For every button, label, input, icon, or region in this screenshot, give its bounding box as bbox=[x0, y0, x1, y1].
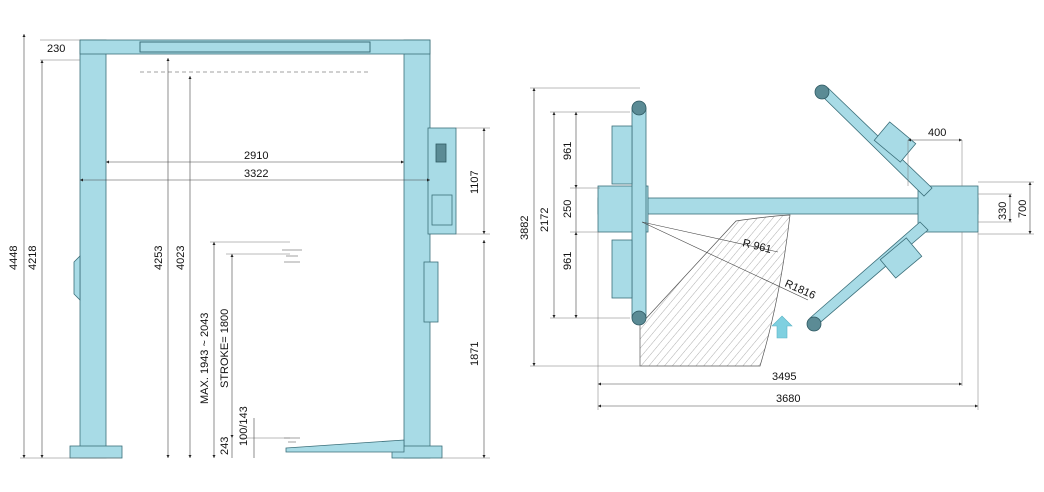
dim-column-height: 4218 bbox=[27, 246, 39, 270]
dim-width-inner: 3495 bbox=[772, 371, 796, 383]
dim-max-lift: MAX. 1943 ~ 2043 bbox=[199, 313, 211, 404]
dim-overall-depth: 3882 bbox=[519, 216, 531, 240]
dim-control-box: 1107 bbox=[469, 170, 481, 194]
arm-lower-right bbox=[809, 221, 929, 327]
dim-top-beam: 230 bbox=[47, 43, 65, 55]
dim-lower-height: 1871 bbox=[469, 342, 481, 366]
dim-inner-width: 2910 bbox=[244, 150, 268, 162]
left-column bbox=[79, 39, 107, 459]
arm-end-upper-left bbox=[631, 100, 647, 116]
dim-radius-long: R1816 bbox=[783, 278, 817, 302]
dim-clear-height: 4253 bbox=[153, 246, 165, 270]
top-view: R 961 R1816 3882 2172 961 250 961 400 33… bbox=[519, 84, 1034, 410]
arm-end-upper-right bbox=[814, 84, 830, 100]
power-unit bbox=[431, 194, 453, 226]
side-view: 230 4448 4218 2910 3322 4253 4023 MAX. 1… bbox=[8, 34, 490, 459]
dim-max-height: 4023 bbox=[175, 246, 187, 270]
arm-end-lower-left bbox=[631, 310, 647, 326]
pad-lower-left bbox=[611, 239, 633, 299]
pad-upper-left bbox=[611, 125, 633, 185]
lower-arm bbox=[285, 439, 405, 453]
raised-pad bbox=[282, 249, 302, 263]
dim-pad-low: 100/143 bbox=[238, 406, 250, 446]
cylinder bbox=[423, 261, 439, 323]
dim-arm-offset: 400 bbox=[928, 127, 946, 139]
pad-upper-right bbox=[873, 121, 917, 163]
lowered-pad bbox=[284, 437, 300, 443]
drive-direction-arrow-icon bbox=[771, 315, 793, 339]
top-beam bbox=[79, 39, 431, 55]
left-safety-lock bbox=[73, 255, 81, 301]
left-arm bbox=[631, 107, 647, 319]
left-baseplate bbox=[69, 445, 123, 459]
control-panel bbox=[435, 143, 447, 163]
overhead-bar bbox=[139, 41, 371, 53]
dim-arm-span: 2172 bbox=[539, 208, 551, 232]
dim-arm-low: 243 bbox=[219, 437, 231, 455]
dim-base-small: 330 bbox=[997, 202, 1009, 220]
swing-area bbox=[639, 214, 791, 367]
dim-total-height: 4448 bbox=[8, 246, 20, 270]
pad-lower-right bbox=[879, 237, 923, 279]
dim-stroke: STROKE= 1800 bbox=[219, 309, 231, 388]
dim-column-width: 250 bbox=[562, 200, 574, 218]
dim-base-large: 700 bbox=[1017, 200, 1029, 218]
right-column bbox=[403, 39, 431, 459]
dim-arm-b: 961 bbox=[562, 252, 574, 270]
dim-outer-width: 3322 bbox=[244, 168, 268, 180]
right-base bbox=[917, 185, 979, 233]
dim-arm-a: 961 bbox=[562, 142, 574, 160]
arm-end-lower-right bbox=[806, 316, 822, 332]
dim-width-outer: 3680 bbox=[776, 393, 800, 405]
